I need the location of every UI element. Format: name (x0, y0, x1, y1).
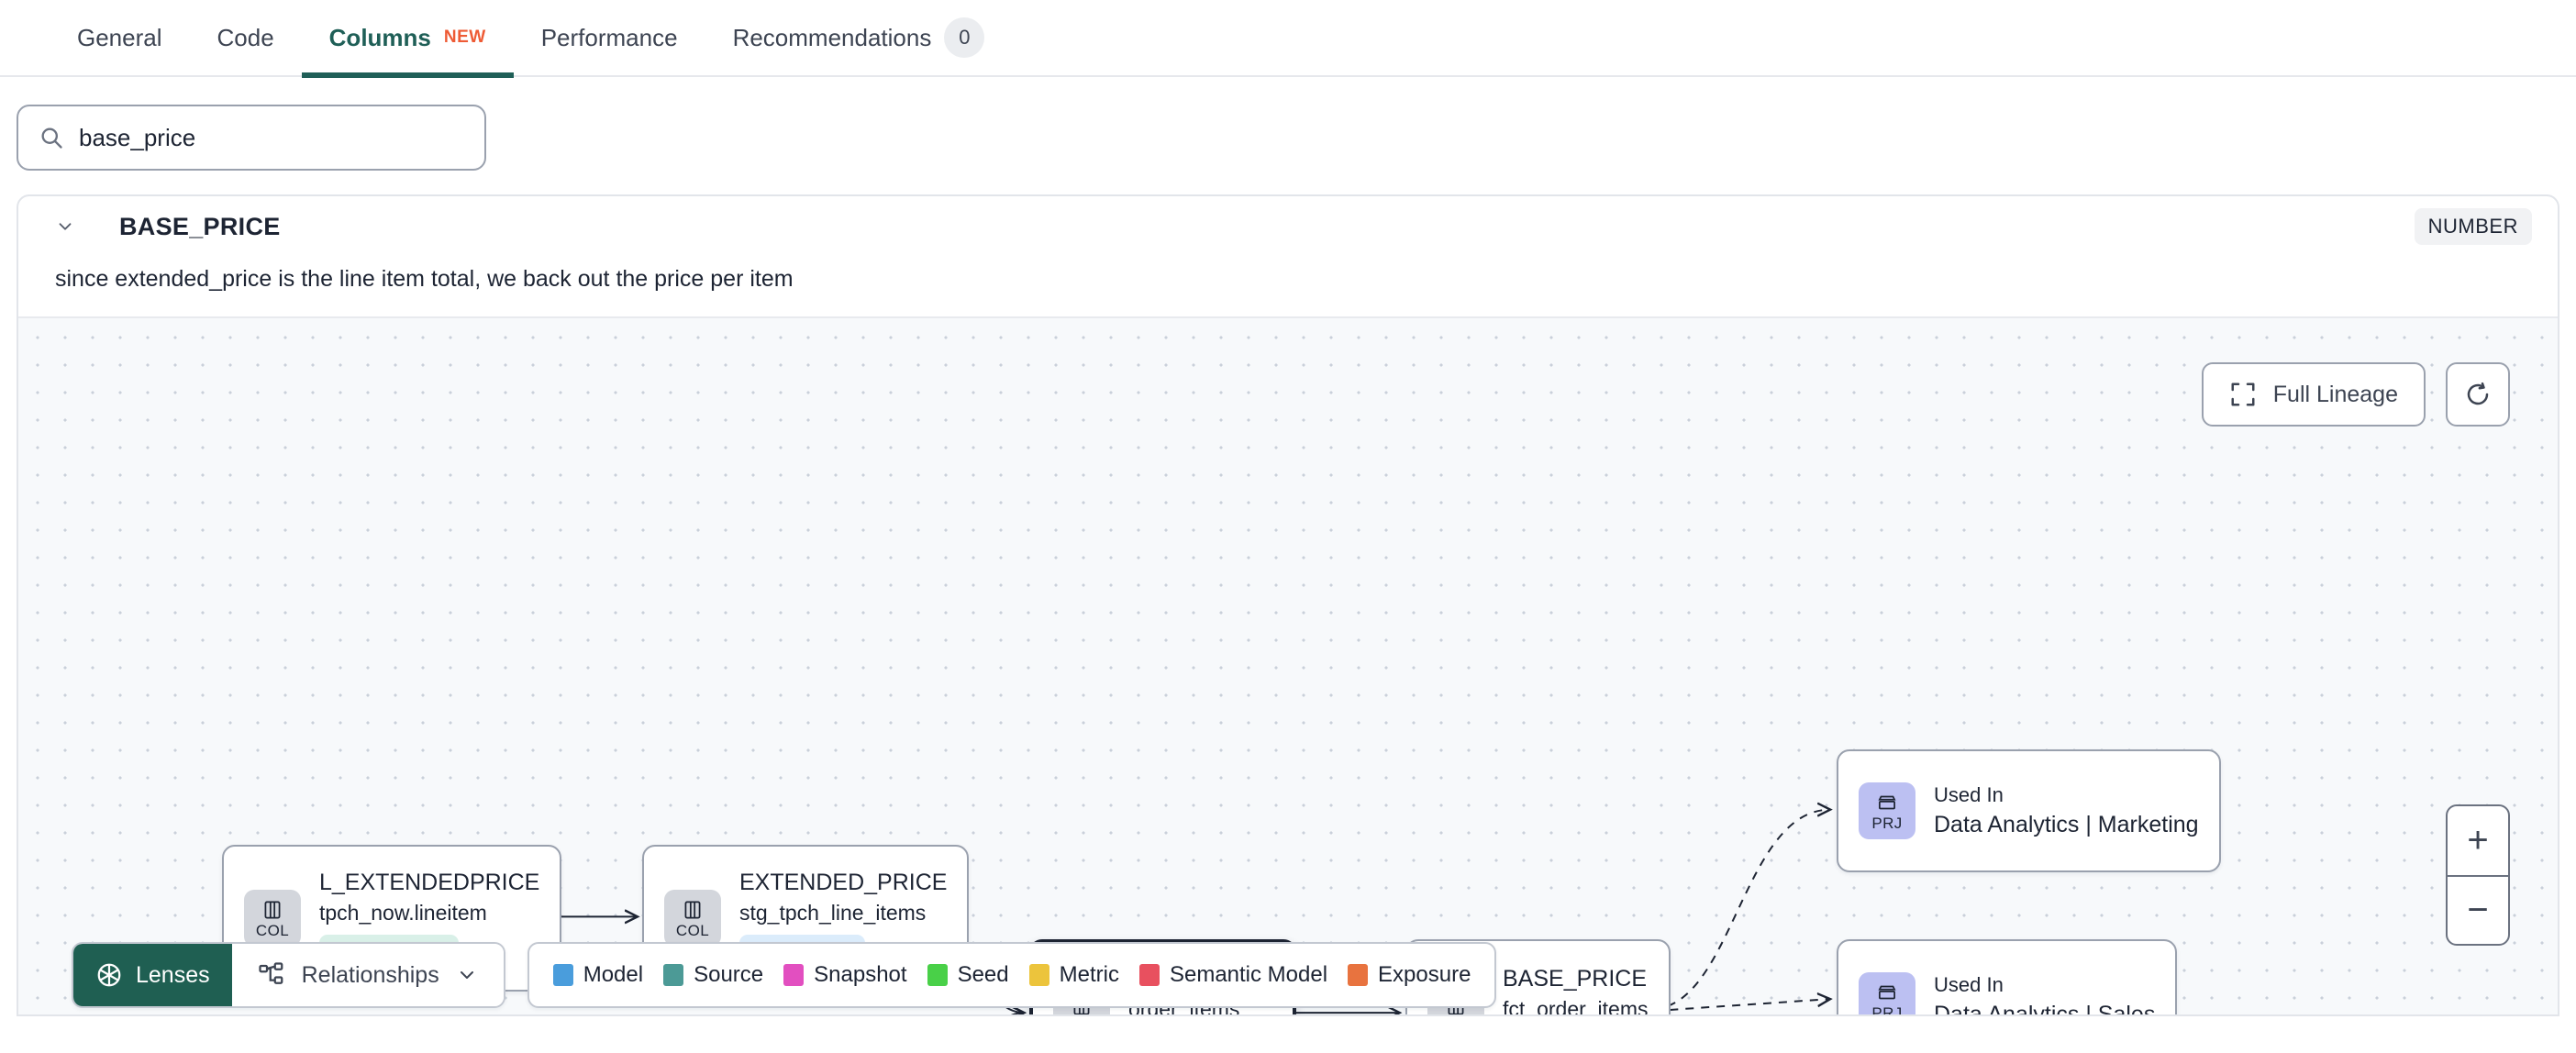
legend-label: Snapshot (814, 962, 907, 987)
tab-label: Performance (540, 23, 678, 51)
legend-label: Seed (957, 962, 1009, 987)
legend-label: Model (583, 962, 644, 987)
legend-item[interactable]: Exposure (1348, 962, 1471, 988)
legend-swatch (663, 964, 684, 986)
lineage-node-name: BASE_PRICE (1503, 965, 1648, 992)
lineage-node-subtitle: Data Analytics | Marketing (1934, 812, 2199, 837)
chevron-down-icon (456, 964, 478, 986)
zoom-controls: + − (2446, 804, 2510, 946)
lineage-node-subtitle: fct_order_items (1503, 996, 1649, 1016)
column-description: since extended_price is the line item to… (55, 266, 794, 292)
page-title: BASE_PRICE (119, 212, 281, 240)
legend-swatch (1348, 964, 1369, 986)
tab-label: Recommendations (732, 23, 932, 51)
legend-item[interactable]: Model (552, 962, 644, 988)
lineage-node-name: EXTENDED_PRICE (739, 869, 948, 895)
node-kind-abbr: PRJ (1871, 815, 1903, 832)
legend-swatch (927, 964, 948, 986)
relationships-button[interactable]: Relationships (231, 944, 504, 1006)
search-input[interactable]: base_price (17, 105, 486, 171)
project-icon: PRJ (1859, 972, 1915, 1016)
tab-label: Columns (328, 23, 431, 51)
lineage-bottom-toolbar: Lenses Relationships (72, 942, 1497, 1008)
legend-label: Source (694, 962, 764, 987)
refresh-icon (2464, 381, 2492, 408)
legend-swatch (1028, 964, 1049, 986)
tab-new-badge: NEW (443, 28, 486, 47)
tab-count-badge: 0 (944, 17, 985, 58)
tab-columns[interactable]: Columns NEW (301, 0, 514, 78)
relationships-label: Relationships (301, 961, 439, 988)
lineage-legend: Model Source Snapshot Seed Metric Semantic Mo… (527, 942, 1497, 1008)
column-header: BASE_PRICE NUMBER (18, 196, 2558, 257)
lineage-node-name: L_EXTENDEDPRICE (319, 869, 540, 895)
lenses-label: Lenses (136, 961, 210, 988)
legend-label: Semantic Model (1169, 962, 1328, 987)
column-type-badge: NUMBER (2414, 208, 2532, 245)
search-value: base_price (79, 123, 196, 151)
column-panel: BASE_PRICE NUMBER since extended_price i… (17, 194, 2559, 1016)
expand-icon (2229, 381, 2257, 408)
lens-group: Lenses Relationships (72, 942, 505, 1008)
legend-label: Metric (1059, 962, 1119, 987)
lineage-node-subtitle: stg_tpch_line_items (739, 900, 927, 925)
lineage-node-prj_sales[interactable]: PRJ Used In Data Analytics | Sales (1837, 939, 2178, 1016)
legend-label: Exposure (1378, 962, 1471, 987)
lineage-node-name: Used In (1934, 783, 2004, 806)
column-icon: COL (664, 890, 721, 947)
aperture-icon (95, 961, 123, 989)
node-kind-abbr: COL (255, 922, 290, 939)
lineage-node-l_extendedprice[interactable]: COLL_EXTENDEDPRICEtpch_now.lineitemSOURC… (222, 845, 562, 992)
lineage-node-body: Used In Data Analytics | Sales (1934, 973, 2156, 1016)
relationships-icon (258, 961, 285, 989)
canvas-controls: Full Lineage (2201, 362, 2510, 427)
zoom-out-button[interactable]: − (2448, 875, 2508, 944)
chevron-down-icon[interactable] (55, 216, 75, 237)
lineage-node-prj_marketing[interactable]: PRJ Used In Data Analytics | Marketing (1837, 749, 2221, 872)
column-icon: COL (244, 890, 301, 947)
lineage-node-subtitle: Data Analytics | Sales (1934, 1002, 2156, 1016)
tab-label: Code (217, 23, 274, 51)
legend-item[interactable]: Metric (1028, 962, 1119, 988)
legend-item[interactable]: Seed (927, 962, 1009, 988)
tab-general[interactable]: General (50, 0, 190, 76)
full-lineage-button[interactable]: Full Lineage (2201, 362, 2426, 427)
legend-swatch (552, 964, 573, 986)
legend-swatch (1138, 964, 1160, 986)
zoom-in-button[interactable]: + (2467, 820, 2489, 860)
legend-swatch (783, 964, 805, 986)
lineage-node-subtitle: tpch_now.lineitem (319, 900, 487, 925)
lenses-button[interactable]: Lenses (73, 944, 232, 1006)
tab-label: General (77, 23, 162, 51)
lineage-node-body: Used In Data Analytics | Marketing (1934, 783, 2199, 838)
search-icon (39, 125, 64, 150)
refresh-button[interactable] (2446, 362, 2510, 427)
legend-item[interactable]: Source (663, 962, 763, 988)
lineage-canvas[interactable]: COLL_EXTENDEDPRICEtpch_now.lineitemSOURC… (18, 316, 2558, 1016)
lineage-node-name: Used In (1934, 973, 2004, 996)
search-row: base_price (0, 77, 2576, 194)
legend-item[interactable]: Semantic Model (1138, 962, 1328, 988)
tab-performance[interactable]: Performance (514, 0, 705, 76)
tab-recommendations[interactable]: Recommendations 0 (705, 0, 1013, 76)
full-lineage-label: Full Lineage (2272, 381, 2398, 407)
node-kind-abbr: PRJ (1871, 1004, 1903, 1016)
legend-item[interactable]: Snapshot (783, 962, 907, 988)
tab-code[interactable]: Code (190, 0, 302, 76)
tab-bar: General Code Columns NEW Performance Rec… (0, 0, 2576, 78)
node-kind-abbr: COL (675, 922, 710, 939)
project-icon: PRJ (1859, 782, 1915, 839)
